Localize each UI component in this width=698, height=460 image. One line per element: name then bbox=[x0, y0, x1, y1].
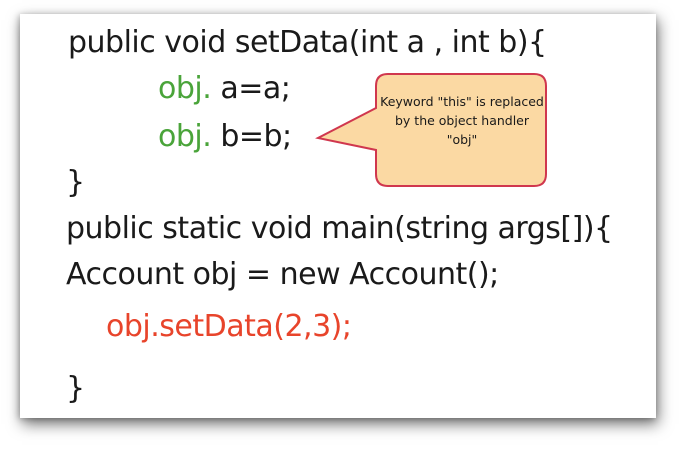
assign-a-text: a=a; bbox=[211, 71, 291, 106]
code-line-final-brace: } bbox=[66, 371, 85, 406]
code-line-main-signature: public static void main(string args[]){ bbox=[66, 211, 613, 246]
code-line-account-instantiation: Account obj = new Account(); bbox=[66, 257, 499, 292]
code-line-assign-b: obj. b=b; bbox=[158, 120, 292, 154]
code-line-assign-a: obj. a=a; bbox=[158, 71, 291, 106]
callout-shape bbox=[315, 73, 547, 187]
code-line-close-brace: } bbox=[66, 165, 85, 200]
code-card bbox=[20, 14, 656, 418]
obj-reference: obj. bbox=[158, 71, 212, 106]
code-line-setdata-signature: public void setData(int a , int b){ bbox=[68, 25, 547, 60]
obj-reference: obj. bbox=[158, 119, 212, 154]
callout-text: Keyword "this" is replaced by the object… bbox=[380, 94, 544, 147]
assign-b-text: b=b; bbox=[211, 119, 292, 154]
code-line-setdata-call: obj.setData(2,3); bbox=[106, 309, 352, 344]
